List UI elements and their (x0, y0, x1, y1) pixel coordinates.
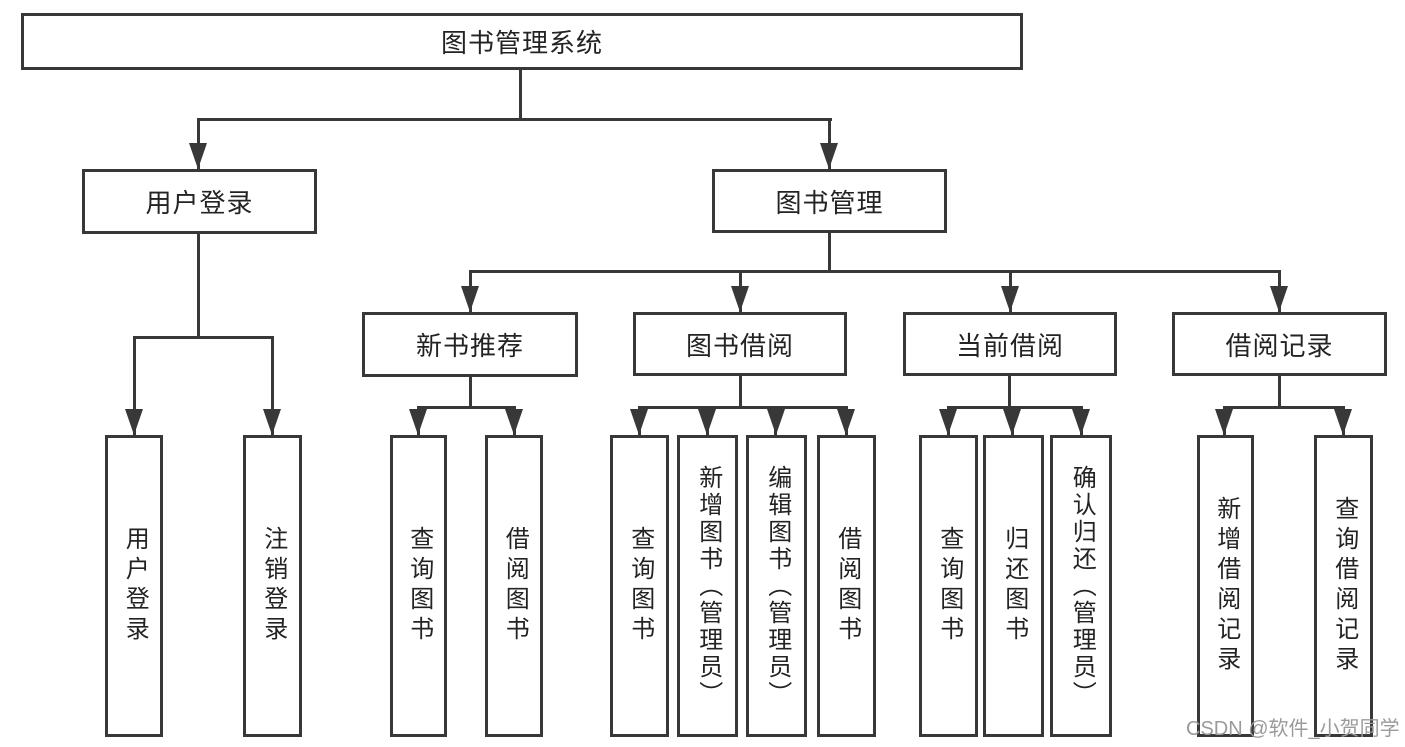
node-library-system: 图书管理系统 (21, 13, 1023, 70)
node-label: 当前借阅 (955, 330, 1064, 361)
leaf-label: 编辑图书（管理员） (763, 464, 791, 708)
leaf-bb-query-books: 查询图书 (610, 435, 669, 737)
arrow-down-icon (189, 143, 207, 169)
node-label: 新书推荐 (415, 331, 524, 361)
arrow-down-icon (767, 409, 785, 435)
node-label: 图书管理 (775, 187, 884, 218)
leaf-nbr-borrow-books: 借阅图书 (485, 435, 543, 737)
leaf-br-add-borrow-record: 新增借阅记录 (1197, 435, 1254, 737)
node-borrow-records: 借阅记录 (1172, 312, 1387, 376)
arrow-down-icon (1003, 409, 1021, 435)
node-current-borrow: 当前借阅 (903, 312, 1117, 376)
arrow-down-icon (263, 409, 281, 435)
leaf-label: 借阅图书 (833, 526, 861, 646)
connector-line (1223, 406, 1345, 409)
leaf-cb-confirm-return-admin: 确认归还（管理员） (1050, 435, 1112, 737)
arrow-down-icon (1334, 409, 1352, 435)
arrow-down-icon (461, 286, 479, 312)
connector-line (828, 233, 831, 272)
leaf-label: 新增借阅记录 (1212, 496, 1240, 676)
leaf-label: 查询图书 (935, 526, 963, 646)
leaf-label: 借阅图书 (501, 526, 529, 646)
connector-line (638, 406, 848, 409)
leaf-bb-edit-book-admin: 编辑图书（管理员） (746, 435, 807, 737)
watermark: CSDN @软件_小贺同学 (1186, 718, 1400, 740)
node-user-login: 用户登录 (82, 169, 317, 234)
connector-line (417, 406, 516, 409)
leaf-nbr-query-books: 查询图书 (390, 435, 447, 737)
connector-line (197, 118, 832, 121)
arrow-down-icon (125, 409, 143, 435)
leaf-br-query-borrow-record: 查询借阅记录 (1314, 435, 1373, 737)
connector-line (947, 406, 1083, 409)
leaf-bb-add-book-admin: 新增图书（管理员） (677, 435, 738, 737)
leaf-logout: 注销登录 (243, 435, 302, 737)
connector-line (197, 233, 200, 338)
connector-line (469, 376, 472, 409)
arrow-down-icon (837, 409, 855, 435)
leaf-label: 确认归还（管理员） (1068, 464, 1096, 708)
node-book-borrow: 图书借阅 (633, 312, 847, 376)
leaf-cb-return-books: 归还图书 (983, 435, 1044, 737)
leaf-bb-borrow-books: 借阅图书 (817, 435, 876, 737)
connector-line (1278, 376, 1281, 409)
connector-line (133, 336, 136, 435)
arrow-down-icon (505, 409, 523, 435)
leaf-label: 查询借阅记录 (1330, 496, 1358, 676)
connector-line (519, 70, 522, 120)
arrow-down-icon (820, 143, 838, 169)
arrow-down-icon (731, 286, 749, 312)
leaf-label: 查询图书 (405, 526, 433, 646)
connector-line (469, 270, 1281, 273)
arrow-down-icon (1215, 409, 1233, 435)
node-label: 图书管理系统 (440, 28, 603, 58)
node-label: 借阅记录 (1225, 330, 1334, 361)
connector-line (1008, 376, 1011, 409)
arrow-down-icon (409, 409, 427, 435)
arrow-down-icon (1270, 286, 1288, 312)
arrow-down-icon (698, 409, 716, 435)
connector-line (271, 336, 274, 435)
leaf-label: 用户登录 (121, 526, 149, 646)
leaf-user-login: 用户登录 (105, 435, 163, 737)
connector-line (739, 376, 742, 409)
node-label: 图书借阅 (685, 330, 794, 361)
arrow-down-icon (939, 409, 957, 435)
leaf-cb-query-books: 查询图书 (919, 435, 978, 737)
arrow-down-icon (1072, 409, 1090, 435)
arrow-down-icon (630, 409, 648, 435)
leaf-label: 归还图书 (1000, 526, 1028, 646)
connector-line (133, 336, 274, 339)
node-label: 用户登录 (145, 188, 254, 218)
leaf-label: 查询图书 (626, 526, 654, 646)
leaf-label: 新增图书（管理员） (694, 464, 722, 708)
leaf-label: 注销登录 (259, 526, 287, 646)
node-new-book-recommend: 新书推荐 (362, 312, 578, 377)
node-book-management: 图书管理 (712, 169, 947, 233)
arrow-down-icon (1001, 286, 1019, 312)
